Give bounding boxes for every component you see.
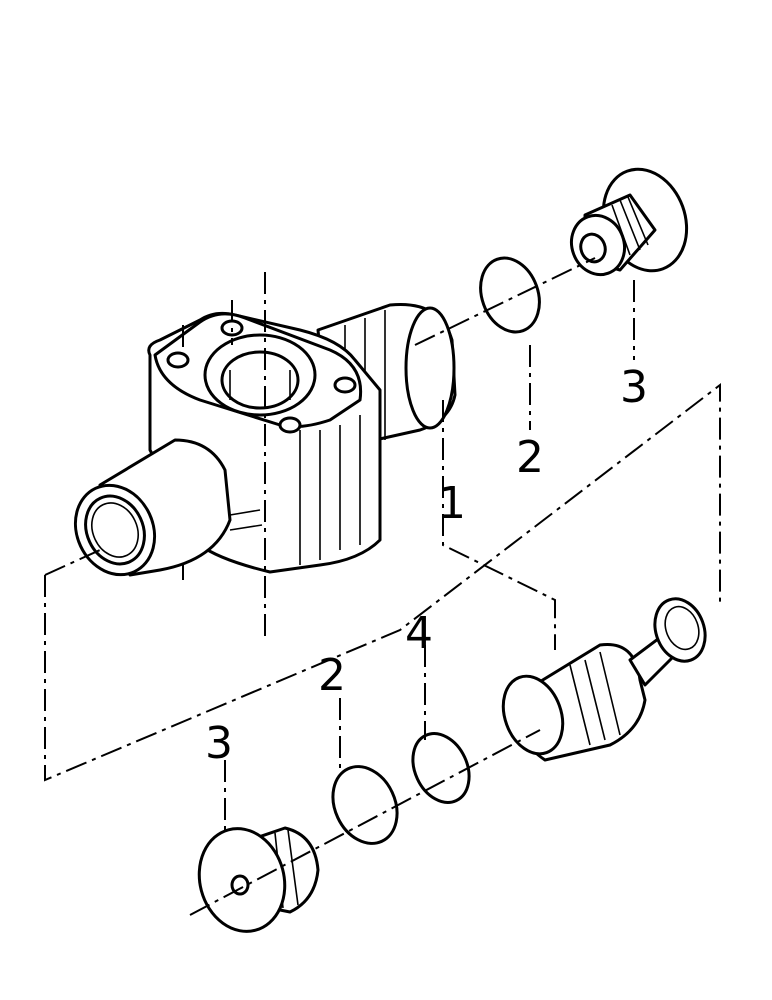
callout-part-3-lower: 3 [205,718,233,769]
o-ring-lower [331,765,399,845]
plug-lower [197,826,320,933]
callout-part-1: 1 [438,478,466,529]
callout-part-2-upper: 2 [516,432,544,483]
plug-upper [570,167,689,277]
o-ring-upper [479,256,541,334]
callout-part-2-lower: 2 [318,650,346,701]
callout-part-3-upper: 3 [620,362,648,413]
assembly-lines [44,257,721,916]
spool [501,597,707,762]
valve-body [73,302,457,577]
callout-part-4: 4 [405,608,433,659]
